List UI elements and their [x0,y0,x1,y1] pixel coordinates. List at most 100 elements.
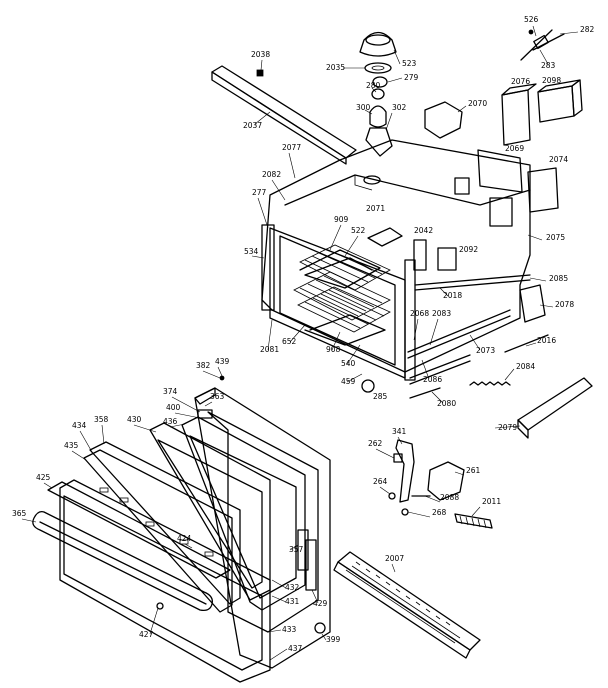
callout-2081: 2081 [260,345,279,354]
callout-2073: 2073 [476,346,495,355]
bake-element [304,314,386,346]
right-flange [404,259,416,381]
door-latch-assembly [388,439,493,529]
callout-2016: 2016 [537,336,556,345]
callout-2068: 2068 [410,309,429,318]
callout-2082: 2082 [262,170,281,179]
callout-357: 357 [289,545,304,554]
callout-400: 400 [166,403,181,412]
callout-909: 909 [334,215,349,224]
callout-431: 431 [285,597,300,606]
callout-427: 427 [139,630,154,639]
callout-2084: 2084 [516,362,535,371]
callout-2035: 2035 [326,63,345,72]
wire-cover-2042 [413,239,427,271]
screw-264 [388,492,396,500]
plate-2074 [527,167,559,213]
callout-365: 365 [12,509,27,518]
roller-285 [361,379,375,393]
gasket-2035 [364,62,392,74]
door-front-panel-437 [59,479,271,683]
cover-2071 [367,227,403,247]
callout-434: 434 [72,421,87,430]
leader-lines [21,25,579,661]
callout-522: 522 [351,226,366,235]
back-terminal-block [489,197,513,227]
handle-trim-425 [47,481,231,579]
plate-2069 [477,149,523,193]
fitting-279 [372,76,388,88]
nut-2038 [256,69,264,77]
callout-2070: 2070 [468,99,487,108]
callout-264: 264 [373,477,388,486]
strip-2079 [517,377,593,431]
oven-cavity-assembly [261,139,546,385]
oven-top-edge [284,174,531,206]
callout-908: 908 [326,345,341,354]
left-flange [261,224,275,311]
callout-2037: 2037 [243,121,262,130]
callout-526: 526 [524,15,539,24]
hinge-357 [297,529,309,571]
door-glass-430 [149,422,271,601]
broil-element [299,249,381,289]
oven-body-outline [261,139,531,373]
callout-534: 534 [244,247,259,256]
door-assembly [32,375,331,683]
callout-459: 459 [341,377,356,386]
callout-2080: 2080 [437,399,456,408]
callout-2088: 2088 [440,493,459,502]
callout-2086: 2086 [423,375,442,384]
sensor-assembly [520,29,565,61]
callout-652: 652 [282,337,297,346]
vent-stack [359,31,397,157]
callout-523: 523 [402,59,417,68]
callout-2077: 2077 [282,143,301,152]
callout-262: 262 [368,439,383,448]
callout-2069: 2069 [505,144,524,153]
callout-430: 430 [127,415,142,424]
callout-341: 341 [392,427,407,436]
insulation-2076 [501,89,531,146]
callout-358: 358 [94,415,109,424]
callout-277: 277 [252,188,267,197]
grate-2011 [454,513,493,529]
latch-plate-261 [427,461,465,501]
callout-282: 282 [580,25,595,34]
hinge-429 [305,539,317,591]
callout-283: 283 [541,61,556,70]
callout-2011: 2011 [482,497,501,506]
callout-374: 374 [163,387,178,396]
callout-300: 300 [356,103,371,112]
door-handle-365 [32,510,213,612]
spring-2084 [469,381,511,386]
callout-363: 363 [210,392,225,401]
fitting-300 [369,105,387,128]
callout-2074: 2074 [549,155,568,164]
callout-424: 424 [177,534,192,543]
callout-2076: 2076 [511,77,530,86]
door-panel-358 [89,441,241,605]
bracket-400 [197,409,213,419]
door-glass-434 [83,449,233,613]
callout-2092: 2092 [459,245,478,254]
fitting-280 [371,88,385,100]
bracket-2070 [424,101,463,139]
callout-2083: 2083 [432,309,451,318]
callout-436: 436 [163,417,178,426]
bracket-2092 [437,247,457,271]
back-port [454,177,470,195]
callout-435: 435 [64,441,79,450]
bracket-2078 [519,284,546,323]
vent-cap-523 [359,31,397,57]
callout-382: 382 [196,361,211,370]
oven-front-opening [279,235,396,366]
bumper-399 [314,622,326,634]
callout-261: 261 [466,466,481,475]
callout-285: 285 [373,392,388,401]
callout-425: 425 [36,473,51,482]
screw-427 [156,602,164,610]
grille-2007 [333,551,481,659]
